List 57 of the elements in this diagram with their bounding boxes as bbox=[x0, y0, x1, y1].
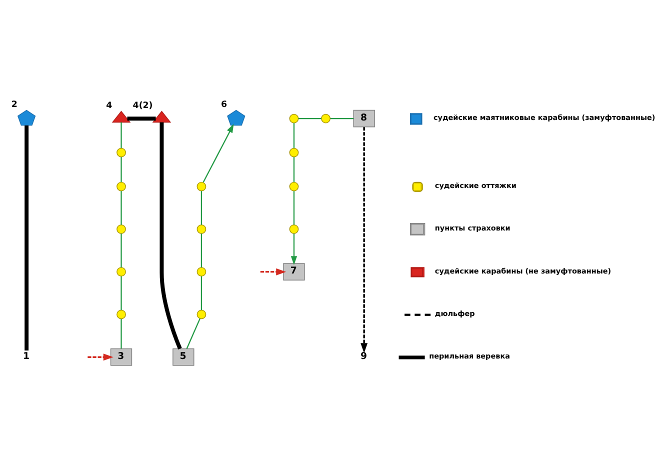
connector bbox=[200, 234, 202, 268]
node-pentagon bbox=[227, 110, 246, 126]
node-triangle bbox=[112, 110, 131, 123]
arrow bbox=[290, 234, 298, 265]
connector bbox=[120, 318, 122, 349]
node-triangle bbox=[152, 110, 172, 123]
node-circle bbox=[321, 114, 330, 124]
connector bbox=[120, 276, 122, 310]
connector bbox=[200, 276, 202, 310]
node-circle bbox=[196, 310, 206, 320]
connector bbox=[120, 234, 122, 268]
node-circle bbox=[289, 182, 299, 192]
connector bbox=[293, 157, 295, 182]
node-label: 6 bbox=[220, 100, 228, 110]
node-circle bbox=[116, 224, 126, 234]
legend-label: дюльфер bbox=[434, 308, 475, 318]
node-circle bbox=[289, 148, 299, 158]
arrow bbox=[260, 268, 286, 276]
arrow bbox=[360, 127, 368, 354]
arrow bbox=[202, 124, 234, 183]
legend-label: перильная веревка bbox=[429, 352, 510, 361]
connector bbox=[120, 157, 122, 182]
node-circle bbox=[116, 310, 126, 320]
connector bbox=[293, 123, 295, 148]
node-circle bbox=[196, 182, 206, 192]
connector bbox=[120, 191, 122, 225]
connector bbox=[160, 122, 182, 350]
connector bbox=[330, 118, 354, 120]
connector bbox=[298, 118, 322, 120]
arrow bbox=[88, 354, 114, 361]
node-circle bbox=[116, 182, 126, 192]
node-label: 4(2) bbox=[132, 101, 153, 112]
connector bbox=[120, 122, 122, 148]
node-circle bbox=[116, 267, 126, 277]
legend-label: судейские оттяжки bbox=[434, 180, 516, 190]
node-circle bbox=[196, 267, 206, 277]
node-box: 7 bbox=[283, 263, 305, 280]
node-box: 8 bbox=[353, 110, 375, 128]
legend-label: судейские карабины (не замуфтованные) bbox=[434, 266, 612, 276]
node-circle bbox=[289, 114, 299, 124]
node-circle bbox=[196, 224, 206, 234]
connector bbox=[293, 191, 295, 225]
node-pentagon bbox=[17, 110, 36, 126]
node-circle bbox=[289, 224, 299, 234]
node-text: 9 bbox=[360, 350, 368, 362]
connector bbox=[127, 116, 156, 121]
legend-label: пункты страховки bbox=[434, 223, 510, 232]
node-box: 3 bbox=[110, 348, 132, 366]
node-label: 2 bbox=[11, 100, 18, 110]
connector bbox=[186, 318, 200, 349]
node-text: 1 bbox=[22, 350, 30, 362]
node-circle bbox=[116, 148, 126, 158]
connector bbox=[200, 191, 202, 225]
connector bbox=[24, 126, 29, 350]
node-label: 4 bbox=[106, 101, 112, 112]
node-box: 5 bbox=[172, 348, 194, 366]
legend-label: судейские маятниковые карабины (замуфтованные) bbox=[433, 113, 656, 122]
